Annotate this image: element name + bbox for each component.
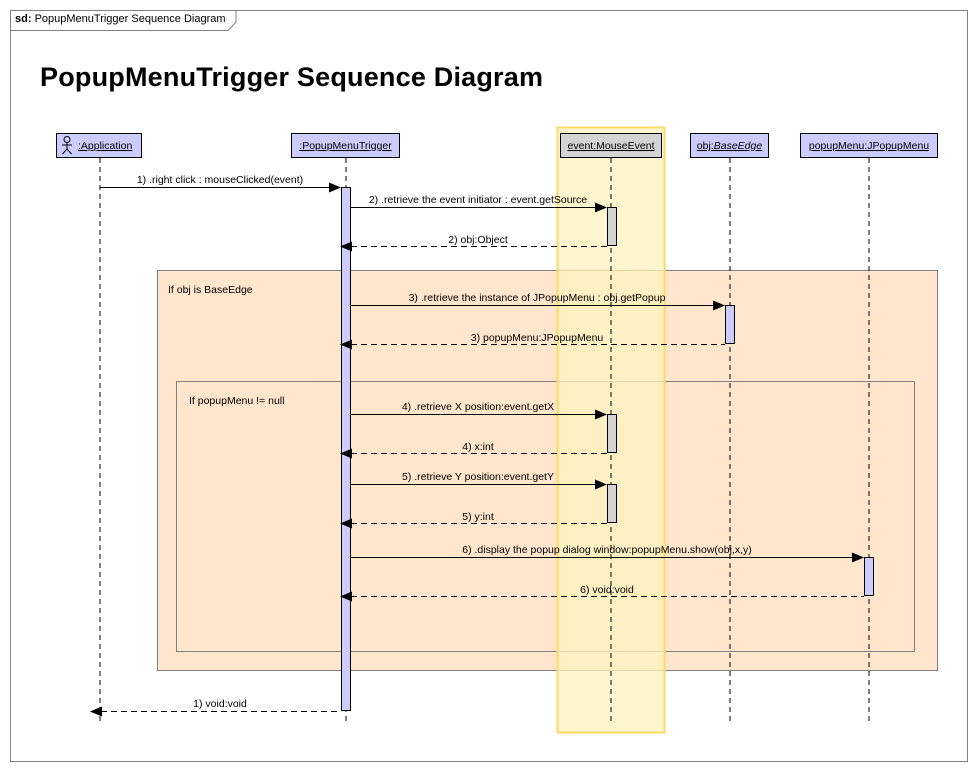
return-2-label: 2) obj:Object [448,234,508,246]
lifeline-prefix-obj: obj: [697,140,714,152]
return-1-label: 1) void:void [193,698,247,710]
message-3[interactable]: 3) .retrieve the instance of JPopupMenu … [351,292,725,311]
message-1-label: 1) .right click : mouseClicked(event) [137,174,303,186]
return-1[interactable]: 1) void:void [90,698,341,717]
diagram-frame [10,10,968,762]
activation-obj [725,305,735,344]
lifeline-header-trigger[interactable]: :PopupMenuTrigger [291,133,400,158]
lifeline-header-obj[interactable]: obj:BaseEdge [690,133,769,158]
activation-mouse-2 [607,414,617,453]
fragment-guard-outer: If obj is BaseEdge [168,284,253,296]
message-2-label: 2) .retrieve the event initiator : event… [369,194,587,206]
frame-label: PopupMenuTrigger Sequence Diagram [34,13,226,25]
lifeline-name-popup: popupMenu:JPopupMenu [809,140,929,152]
fragment-guard-inner: If popupMenu != null [189,395,284,407]
return-5-label: 5) y:int [462,511,494,523]
message-3-label: 3) .retrieve the instance of JPopupMenu … [409,292,666,304]
fragment-inner [176,381,915,652]
frame-tab [10,10,237,31]
lifeline-header-app[interactable]: :Application [56,133,142,158]
stick-figure-icon [62,136,72,155]
lifeline-header-mouse[interactable]: event:MouseEvent [560,133,662,158]
message-5[interactable]: 5) .retrieve Y position:event.getY [351,471,607,490]
lifeline-name-app: :Application [78,140,132,152]
lifeline-header-popup[interactable]: popupMenu:JPopupMenu [800,133,938,158]
lifeline-name-mouse: event:MouseEvent [568,140,655,152]
activation-mouse-3 [607,484,617,523]
return-6[interactable]: 6) void:void [340,584,864,602]
page-title: PopupMenuTrigger Sequence Diagram [40,62,544,92]
message-4[interactable]: 4) .retrieve X position:event.getX [351,401,607,420]
activation-mouse-1 [607,207,617,246]
return-3[interactable]: 3) popupMenu:JPopupMenu [340,332,725,350]
message-6-label: 6) .display the popup dialog window:popu… [462,544,752,556]
message-6[interactable]: 6) .display the popup dialog window:popu… [351,544,864,563]
lifeline-name-obj: obj:BaseEdge [697,140,763,152]
return-4-label: 4) x:int [462,441,494,453]
activation-popup [864,557,874,596]
activation-trigger [341,187,351,711]
lifeline-class-obj: BaseEdge [714,140,763,152]
frame-kind: sd: [15,13,32,25]
message-5-label: 5) .retrieve Y position:event.getY [402,471,554,483]
return-6-label: 6) void:void [580,584,634,596]
message-4-label: 4) .retrieve X position:event.getX [402,401,554,413]
lifeline-name-trigger: :PopupMenuTrigger [299,140,392,152]
message-2[interactable]: 2) .retrieve the event initiator : event… [351,194,607,213]
return-5[interactable]: 5) y:int [340,511,607,529]
return-3-label: 3) popupMenu:JPopupMenu [471,332,604,344]
return-2[interactable]: 2) obj:Object [340,234,607,252]
return-4[interactable]: 4) x:int [340,441,607,459]
frame-tab-label: sd: PopupMenuTrigger Sequence Diagram [15,13,226,25]
message-1[interactable]: 1) .right click : mouseClicked(event) [100,174,341,193]
